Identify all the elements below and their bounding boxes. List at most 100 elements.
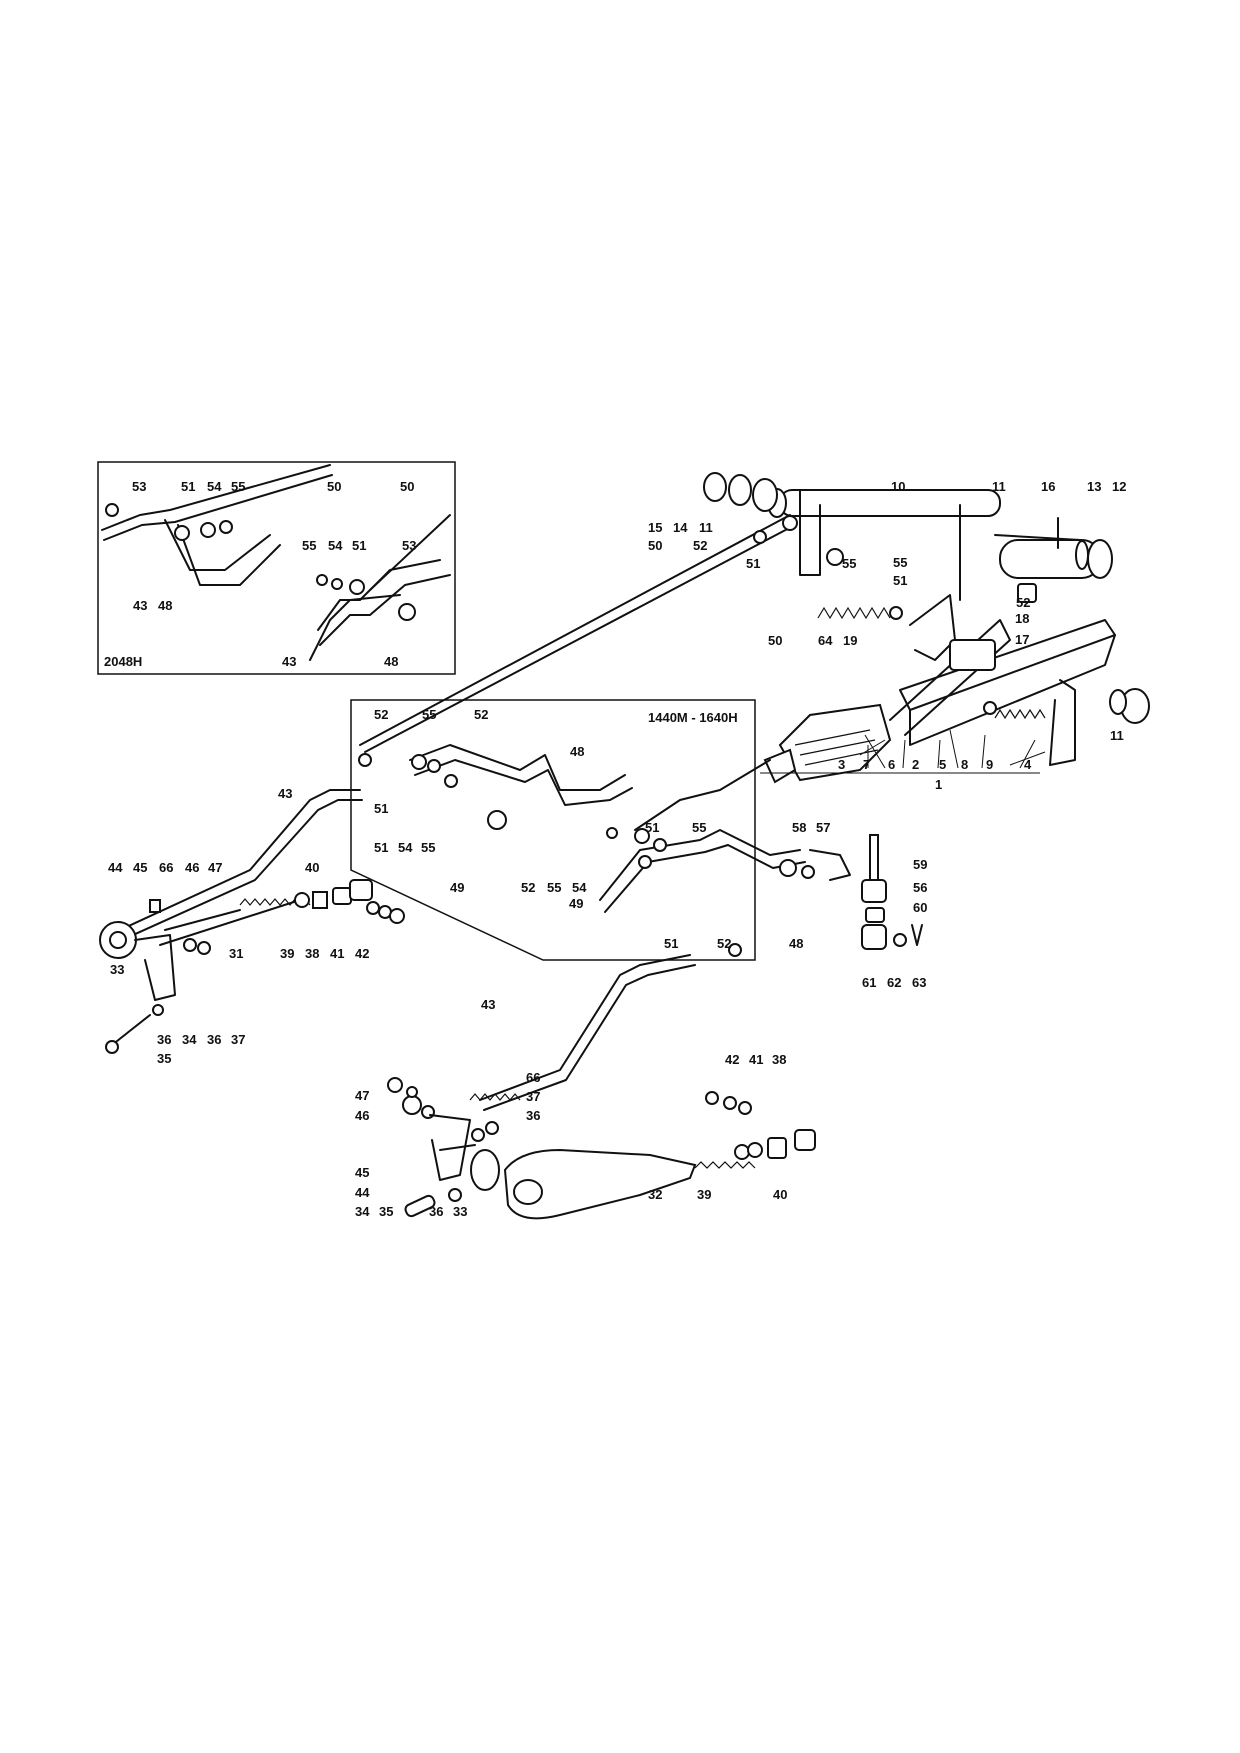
callout: 58 — [792, 820, 806, 835]
callout: 42 — [725, 1052, 739, 1067]
inset-title-1440m-1640h: 1440M - 1640H — [648, 710, 738, 725]
callout: 46 — [185, 860, 199, 875]
callout: 43 — [133, 598, 147, 613]
callout: 37 — [231, 1032, 245, 1047]
callout: 55 — [422, 707, 436, 722]
callout: 3 — [838, 757, 845, 772]
callout: 60 — [913, 900, 927, 915]
callout: 44 — [108, 860, 123, 875]
callout: 52 — [717, 936, 731, 951]
callout: 33 — [110, 962, 124, 977]
callout: 57 — [816, 820, 830, 835]
callout: 18 — [1015, 611, 1029, 626]
callout: 15 — [648, 520, 662, 535]
callout: 4 — [1024, 757, 1032, 772]
callout: 40 — [773, 1187, 787, 1202]
callout: 47 — [355, 1088, 369, 1103]
callout: 37 — [526, 1089, 540, 1104]
callout: 43 — [282, 654, 296, 669]
callout: 55 — [421, 840, 435, 855]
callout: 6 — [888, 757, 895, 772]
callout: 10 — [891, 479, 905, 494]
callout: 1 — [935, 777, 942, 792]
callout: 9 — [986, 757, 993, 772]
inset-frame-2048h — [97, 461, 456, 675]
callout: 45 — [355, 1165, 369, 1180]
callout: 17 — [1015, 632, 1029, 647]
part-drawings — [99, 464, 1150, 1220]
callout: 11 — [1110, 728, 1124, 743]
callout: 53 — [132, 479, 146, 494]
callout: 55 — [231, 479, 245, 494]
inset-title-2048h: 2048H — [104, 654, 142, 669]
callout: 44 — [355, 1185, 370, 1200]
callout: 35 — [379, 1204, 393, 1219]
callout: 31 — [229, 946, 243, 961]
inset-frame-1440m-1640h — [350, 699, 756, 961]
callout: 54 — [328, 538, 343, 553]
callout: 40 — [305, 860, 319, 875]
callout: 52 — [374, 707, 388, 722]
callout: 11 — [699, 520, 713, 535]
callout: 55 — [302, 538, 316, 553]
callout: 41 — [330, 946, 344, 961]
callout: 66 — [526, 1070, 540, 1085]
callout: 11 — [992, 479, 1006, 494]
callout: 51 — [181, 479, 195, 494]
callout: 38 — [772, 1052, 786, 1067]
callout: 51 — [893, 573, 907, 588]
callout: 34 — [182, 1032, 197, 1047]
callout: 39 — [697, 1187, 711, 1202]
callout: 8 — [961, 757, 968, 772]
callout: 48 — [384, 654, 398, 669]
callout: 48 — [158, 598, 172, 613]
callout: 55 — [842, 556, 856, 571]
callout: 51 — [664, 936, 678, 951]
callout: 64 — [818, 633, 833, 648]
callout: 36 — [157, 1032, 171, 1047]
callout: 55 — [547, 880, 561, 895]
callout: 52 — [1016, 595, 1030, 610]
callout: 54 — [207, 479, 222, 494]
callout: 63 — [912, 975, 926, 990]
callout: 51 — [645, 820, 659, 835]
callout: 54 — [398, 840, 413, 855]
callout: 50 — [648, 538, 662, 553]
callout: 52 — [474, 707, 488, 722]
callout: 61 — [862, 975, 876, 990]
callout: 49 — [569, 896, 583, 911]
callout: 39 — [280, 946, 294, 961]
callout: 32 — [648, 1187, 662, 1202]
callout: 55 — [893, 555, 907, 570]
callout: 48 — [570, 744, 584, 759]
callout: 19 — [843, 633, 857, 648]
callout: 35 — [157, 1051, 171, 1066]
callout-labels: 53 51 54 55 50 50 55 54 51 53 43 48 43 4… — [108, 479, 1126, 1219]
callout: 16 — [1041, 479, 1055, 494]
callout: 62 — [887, 975, 901, 990]
callout: 33 — [453, 1204, 467, 1219]
callout: 59 — [913, 857, 927, 872]
callout: 45 — [133, 860, 147, 875]
callout: 51 — [374, 840, 388, 855]
callout: 55 — [692, 820, 706, 835]
callout: 56 — [913, 880, 927, 895]
callout: 38 — [305, 946, 319, 961]
callout: 5 — [939, 757, 946, 772]
callout: 52 — [693, 538, 707, 553]
callout: 50 — [768, 633, 782, 648]
callout: 34 — [355, 1204, 370, 1219]
callout: 7 — [863, 757, 870, 772]
callout: 66 — [159, 860, 173, 875]
callout: 49 — [450, 880, 464, 895]
callout: 36 — [526, 1108, 540, 1123]
callout: 43 — [481, 997, 495, 1012]
callout: 46 — [355, 1108, 369, 1123]
callout: 53 — [402, 538, 416, 553]
callout: 50 — [400, 479, 414, 494]
callout: 14 — [673, 520, 688, 535]
callout: 42 — [355, 946, 369, 961]
callout: 51 — [352, 538, 366, 553]
callout: 47 — [208, 860, 222, 875]
